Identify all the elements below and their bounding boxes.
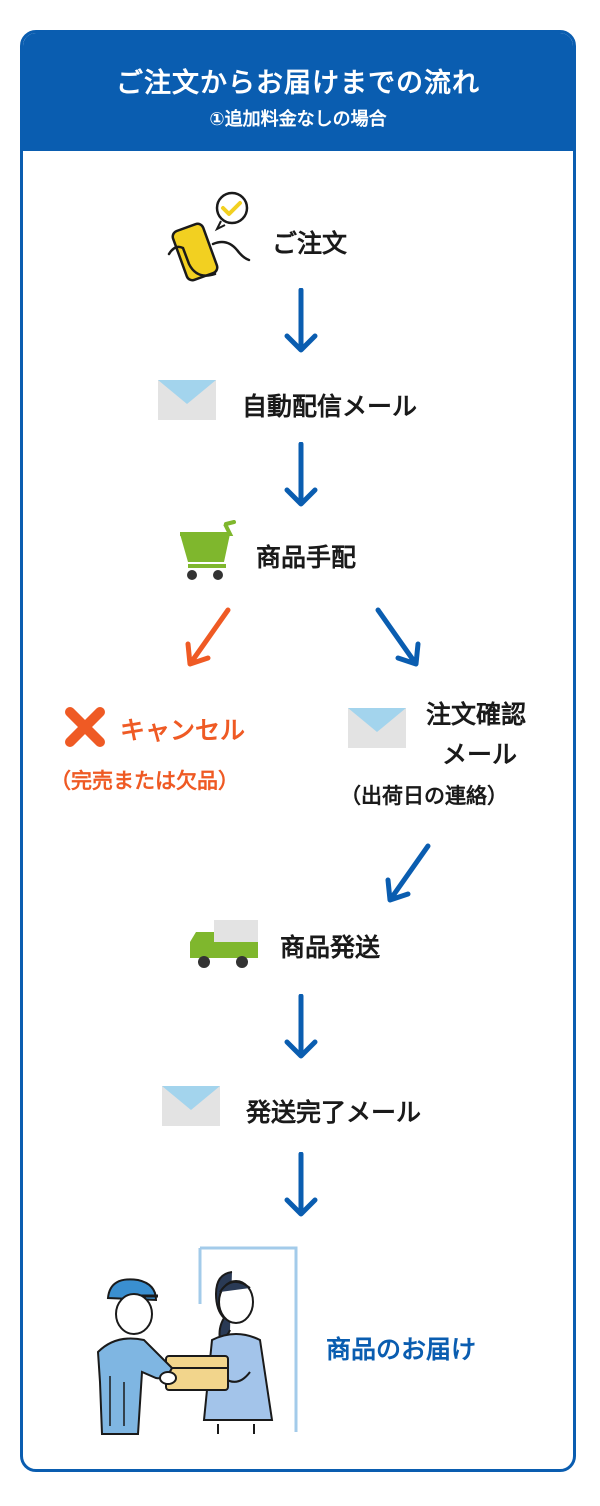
arrow-down-right-icon <box>370 606 426 670</box>
smartphone-check-icon <box>165 188 260 288</box>
envelope-icon <box>158 380 216 420</box>
header-title: ご注文からお届けまでの流れ <box>116 68 480 99</box>
delivery-illustration <box>94 1244 304 1436</box>
arrow-down-icon <box>283 288 319 356</box>
shopping-cart-icon <box>178 520 244 582</box>
cancel-label: キャンセル <box>120 716 246 745</box>
step-delivery-label: 商品のお届け <box>326 1335 477 1364</box>
envelope-icon <box>162 1086 220 1126</box>
envelope-icon <box>348 708 406 748</box>
confirm-note: （出荷日の連絡） <box>340 784 508 808</box>
confirm-label-line2: メール <box>442 740 518 769</box>
arrow-down-icon <box>283 1152 319 1220</box>
cross-icon <box>64 706 106 748</box>
header-subtitle: ①追加料金なしの場合 <box>209 109 387 130</box>
step-arrange-label: 商品手配 <box>256 543 357 572</box>
arrow-down-icon <box>283 442 319 510</box>
step-ship-label: 商品発送 <box>280 933 381 962</box>
flow-card: ご注文からお届けまでの流れ ①追加料金なしの場合 <box>20 30 576 1472</box>
arrow-down-left-icon <box>380 842 436 906</box>
confirm-label-line1: 注文確認 <box>426 700 527 729</box>
cancel-note: （完売または欠品） <box>50 769 239 793</box>
arrow-down-icon <box>283 994 319 1062</box>
step-order-label: ご注文 <box>272 229 348 258</box>
truck-icon <box>188 918 260 970</box>
arrow-down-left-icon <box>180 606 236 670</box>
step-ship-done-mail-label: 発送完了メール <box>246 1098 422 1127</box>
step-auto-mail-label: 自動配信メール <box>242 392 418 421</box>
flow-header: ご注文からお届けまでの流れ ①追加料金なしの場合 <box>23 33 573 151</box>
